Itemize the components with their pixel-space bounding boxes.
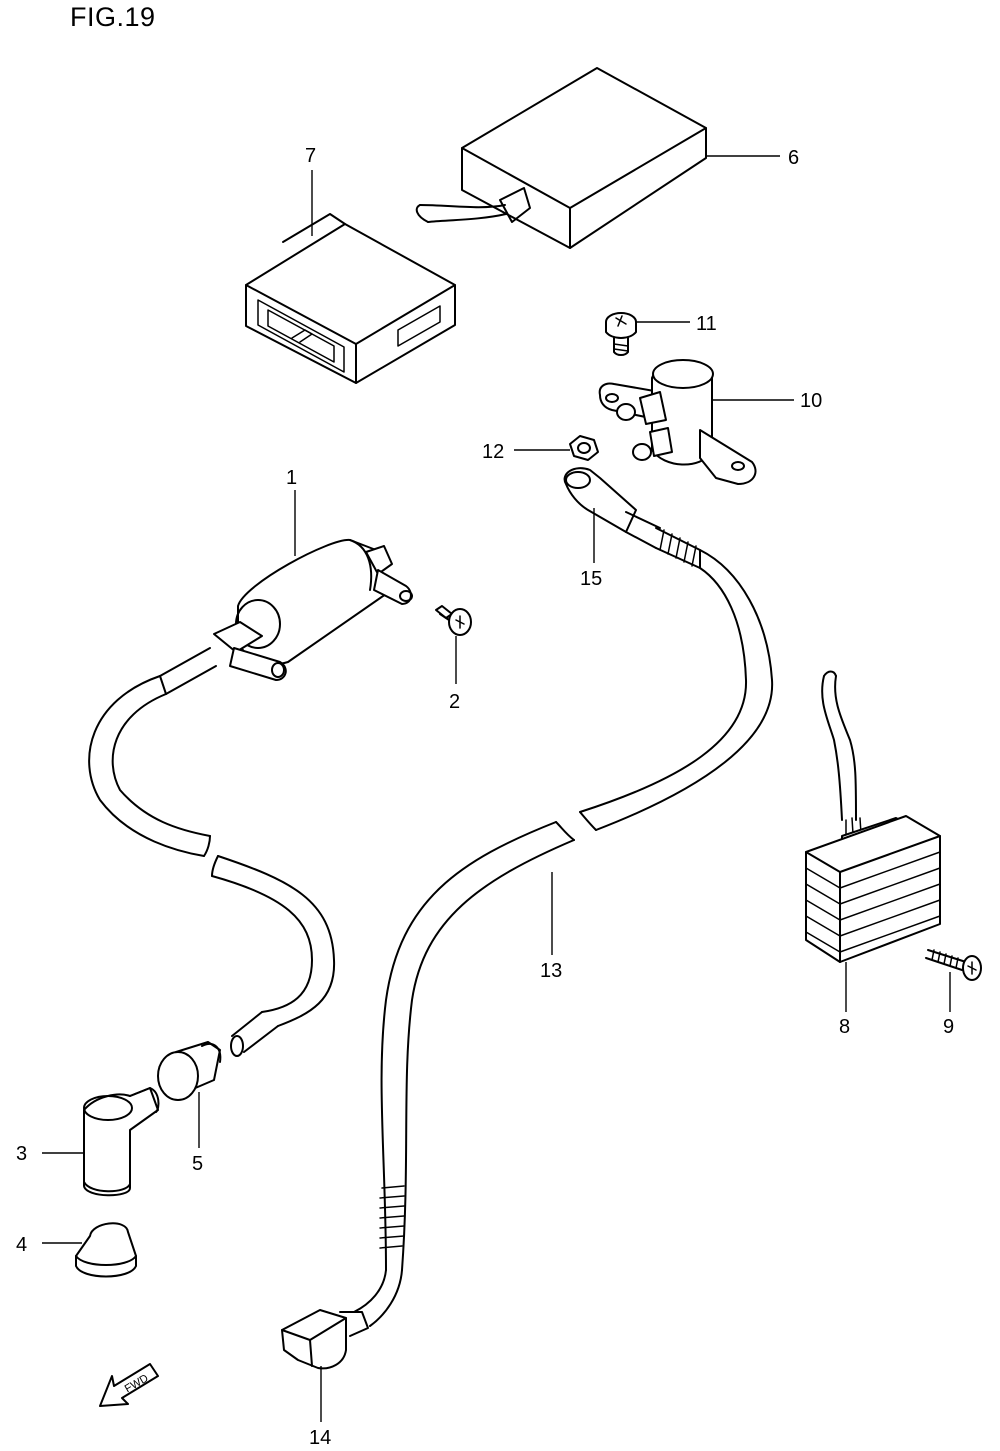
part-9-screw[interactable] [925, 949, 982, 981]
callout-7: 7 [305, 145, 316, 167]
part-8-regulator-rectifier[interactable] [805, 670, 941, 963]
callout-1: 1 [286, 467, 297, 489]
part-4-cap-cover[interactable] [75, 1222, 137, 1278]
callout-4: 4 [16, 1234, 27, 1256]
part-14-terminal-boot[interactable] [281, 1309, 369, 1370]
part-1-ignition-coil[interactable] [213, 538, 413, 681]
callout-10: 10 [800, 390, 822, 412]
part-6-control-unit[interactable] [415, 67, 707, 249]
part-7-ecu-module[interactable] [245, 213, 456, 384]
part-12-nut[interactable] [569, 435, 599, 461]
callout-3: 3 [16, 1143, 27, 1165]
fwd-arrow-icon: FWD [99, 1363, 159, 1407]
part-3-spark-plug-cap[interactable] [83, 1087, 160, 1197]
figure-title: FIG.19 [70, 2, 156, 32]
callout-15: 15 [580, 568, 602, 590]
part-11-bolt[interactable] [605, 312, 637, 356]
part-2-screw[interactable] [435, 605, 472, 636]
callout-14: 14 [309, 1427, 331, 1449]
callout-12: 12 [482, 441, 504, 463]
callout-11: 11 [696, 313, 717, 335]
callout-5: 5 [192, 1153, 203, 1175]
leader-lines [42, 155, 951, 1422]
callout-6: 6 [788, 147, 799, 169]
part-5-seal[interactable] [157, 1041, 222, 1101]
callout-13: 13 [540, 960, 562, 982]
part-13-battery-cable[interactable] [353, 511, 774, 1327]
part-15-terminal-cap[interactable] [563, 467, 637, 533]
callout-8: 8 [839, 1016, 850, 1038]
callout-labels: 1 2 3 4 5 6 7 8 9 10 11 12 13 14 15 [16, 145, 954, 1449]
fwd-label: FWD [123, 1372, 151, 1395]
callout-2: 2 [449, 691, 460, 713]
high-tension-lead [88, 647, 336, 1057]
part-10-starter-relay[interactable] [598, 359, 757, 485]
callout-9: 9 [943, 1016, 954, 1038]
